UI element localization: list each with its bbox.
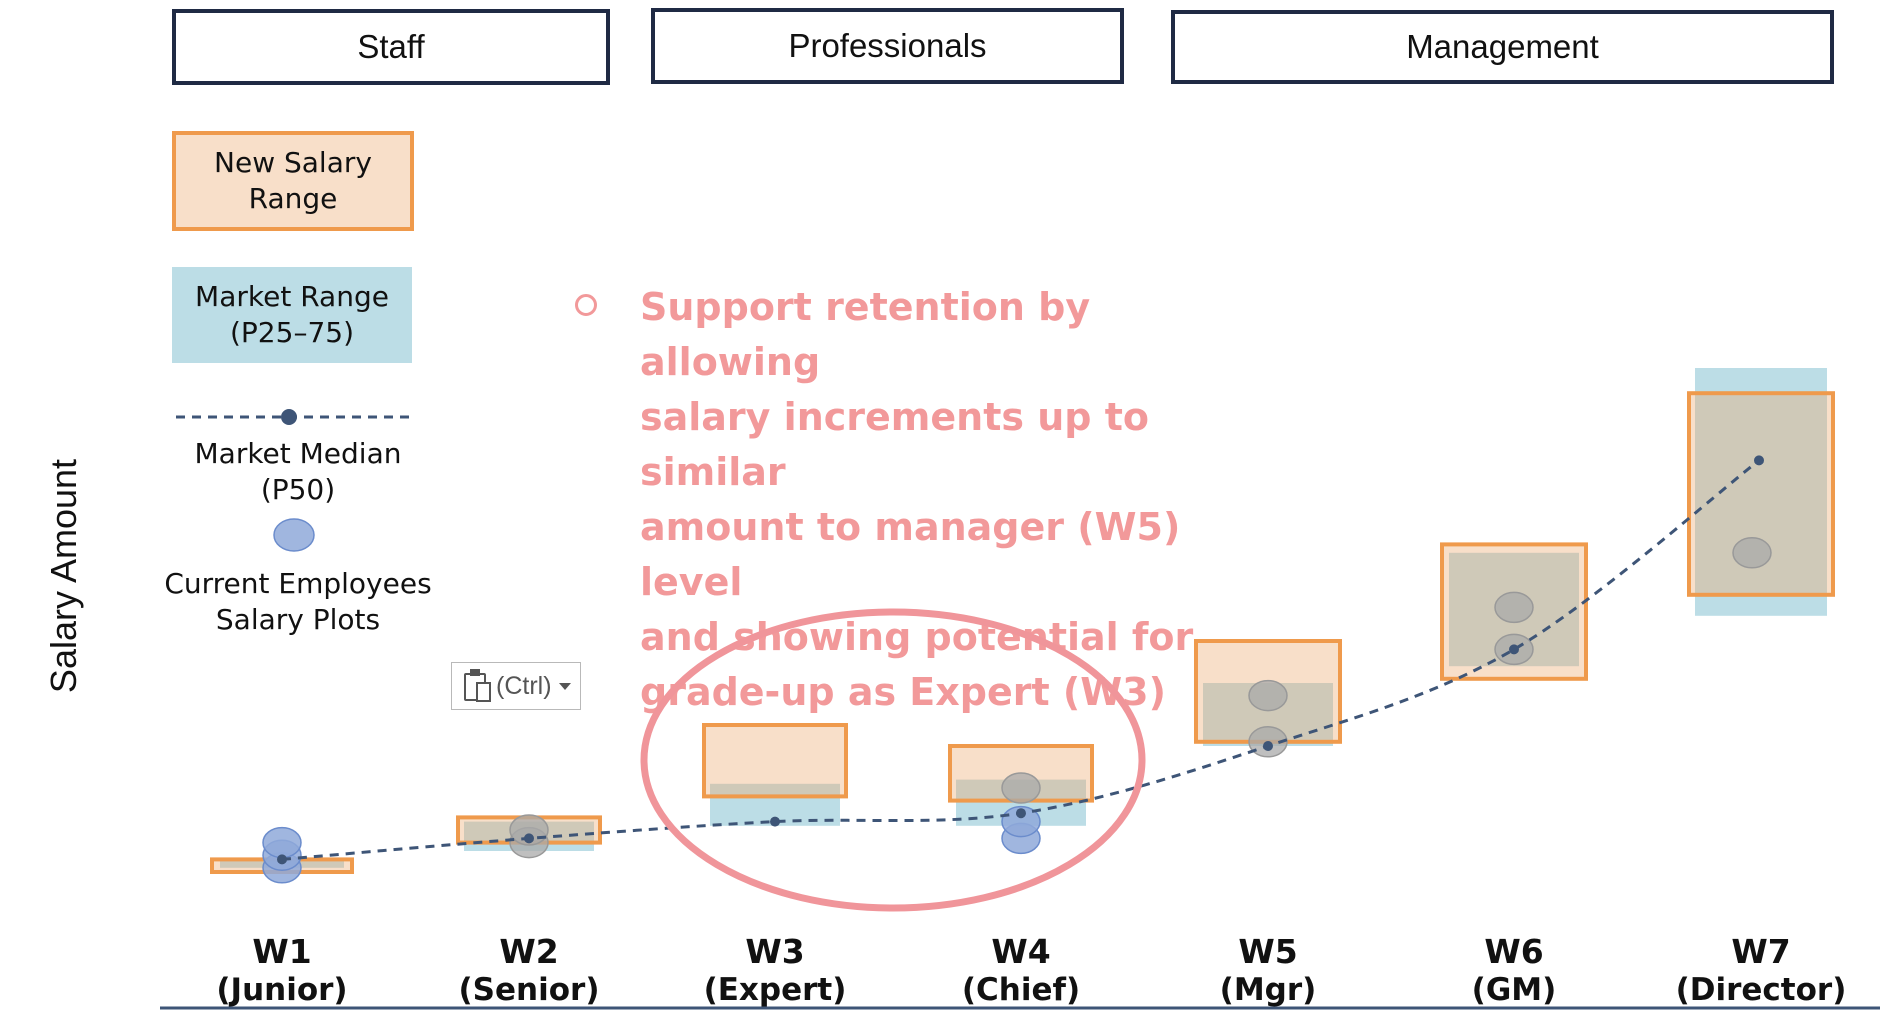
clipboard-paste-icon <box>462 669 492 703</box>
paste-options-label: (Ctrl) <box>496 671 552 700</box>
header-staff: Staff <box>172 9 610 85</box>
x-tick-label-w6: (GM) <box>1472 972 1557 1008</box>
median-point-w4 <box>1016 808 1026 819</box>
annotation-line-2: salary increments up to similar <box>640 395 1149 494</box>
legend-median-line2: (P50) <box>260 473 336 506</box>
median-point-w2 <box>524 833 534 844</box>
legend-employees-line2: Salary Plots <box>215 603 381 636</box>
x-tick-label-w2: (Senior) <box>459 972 600 1008</box>
x-tick-grade-w3: W3 <box>745 932 804 971</box>
overlap-bar-w3 <box>710 783 840 797</box>
legend-market-line1: Market Range <box>195 280 389 313</box>
annotation-bullet-icon <box>575 294 597 316</box>
x-tick-grade-w1: W1 <box>252 932 311 971</box>
x-tick-grade-w4: W4 <box>991 932 1050 971</box>
legend-new-range-line1: New Salary <box>214 146 372 179</box>
highlight-ellipse <box>640 608 1146 912</box>
header-professionals: Professionals <box>651 8 1124 84</box>
x-tick-label-w4: (Chief) <box>962 972 1080 1008</box>
legend-new-range-line2: Range <box>248 182 338 215</box>
legend-employees-line1: Current Employees <box>164 567 432 600</box>
x-tick-grade-w7: W7 <box>1731 932 1790 971</box>
x-tick-label-w5: (Mgr) <box>1220 972 1317 1008</box>
annotation-line-3: amount to manager (W5) level <box>640 505 1181 604</box>
employee-plot-w7-6-0 <box>1732 537 1772 569</box>
median-point-w6 <box>1509 644 1519 655</box>
legend-median-line1: Market Median <box>194 437 402 470</box>
annotation-line-5: grade-up as Expert (W3) <box>640 670 1166 714</box>
employee-plot-w4-2-1 <box>1001 805 1041 838</box>
annotation-line-1: Support retention by allowing <box>640 285 1091 384</box>
new-range-border-w3 <box>702 723 848 799</box>
median-point-w5 <box>1263 741 1273 751</box>
median-point-w1 <box>277 854 287 865</box>
legend-employee-sample <box>273 518 315 552</box>
employee-plot-w5-4-1 <box>1248 679 1288 712</box>
header-management: Management <box>1171 10 1834 84</box>
median-point-w3 <box>770 816 780 827</box>
x-tick-grade-w6: W6 <box>1484 932 1543 971</box>
employee-plot-w1-0-2 <box>262 826 302 859</box>
annotation-text: Support retention by allowing salary inc… <box>640 280 1260 720</box>
x-tick-grade-w2: W2 <box>499 932 558 971</box>
x-tick-label-w3: (Expert) <box>704 972 847 1008</box>
legend-market-range: Market Range (P25–75) <box>172 267 412 363</box>
x-tick-label-w7: (Director) <box>1676 972 1847 1008</box>
chevron-down-icon <box>558 682 571 690</box>
legend-median-label: Market Median (P50) <box>178 436 418 508</box>
median-point-w7 <box>1754 455 1764 466</box>
employee-plot-w6-5-1 <box>1494 591 1534 624</box>
legend-new-salary-range: New Salary Range <box>172 131 414 231</box>
new-range-border-w7 <box>1687 391 1835 597</box>
legend-median-point-sample <box>281 409 297 425</box>
paste-options-button[interactable]: (Ctrl) <box>451 662 581 710</box>
x-tick-label-w1: (Junior) <box>216 972 347 1008</box>
employee-plot-w4-3-0 <box>1001 772 1041 804</box>
legend-employees-label: Current Employees Salary Plots <box>158 566 438 638</box>
new-range-border-w6 <box>1440 542 1588 681</box>
x-tick-grade-w5: W5 <box>1238 932 1297 971</box>
legend-market-line2: (P25–75) <box>230 316 354 349</box>
annotation-line-4: and showing potential for <box>640 615 1194 659</box>
